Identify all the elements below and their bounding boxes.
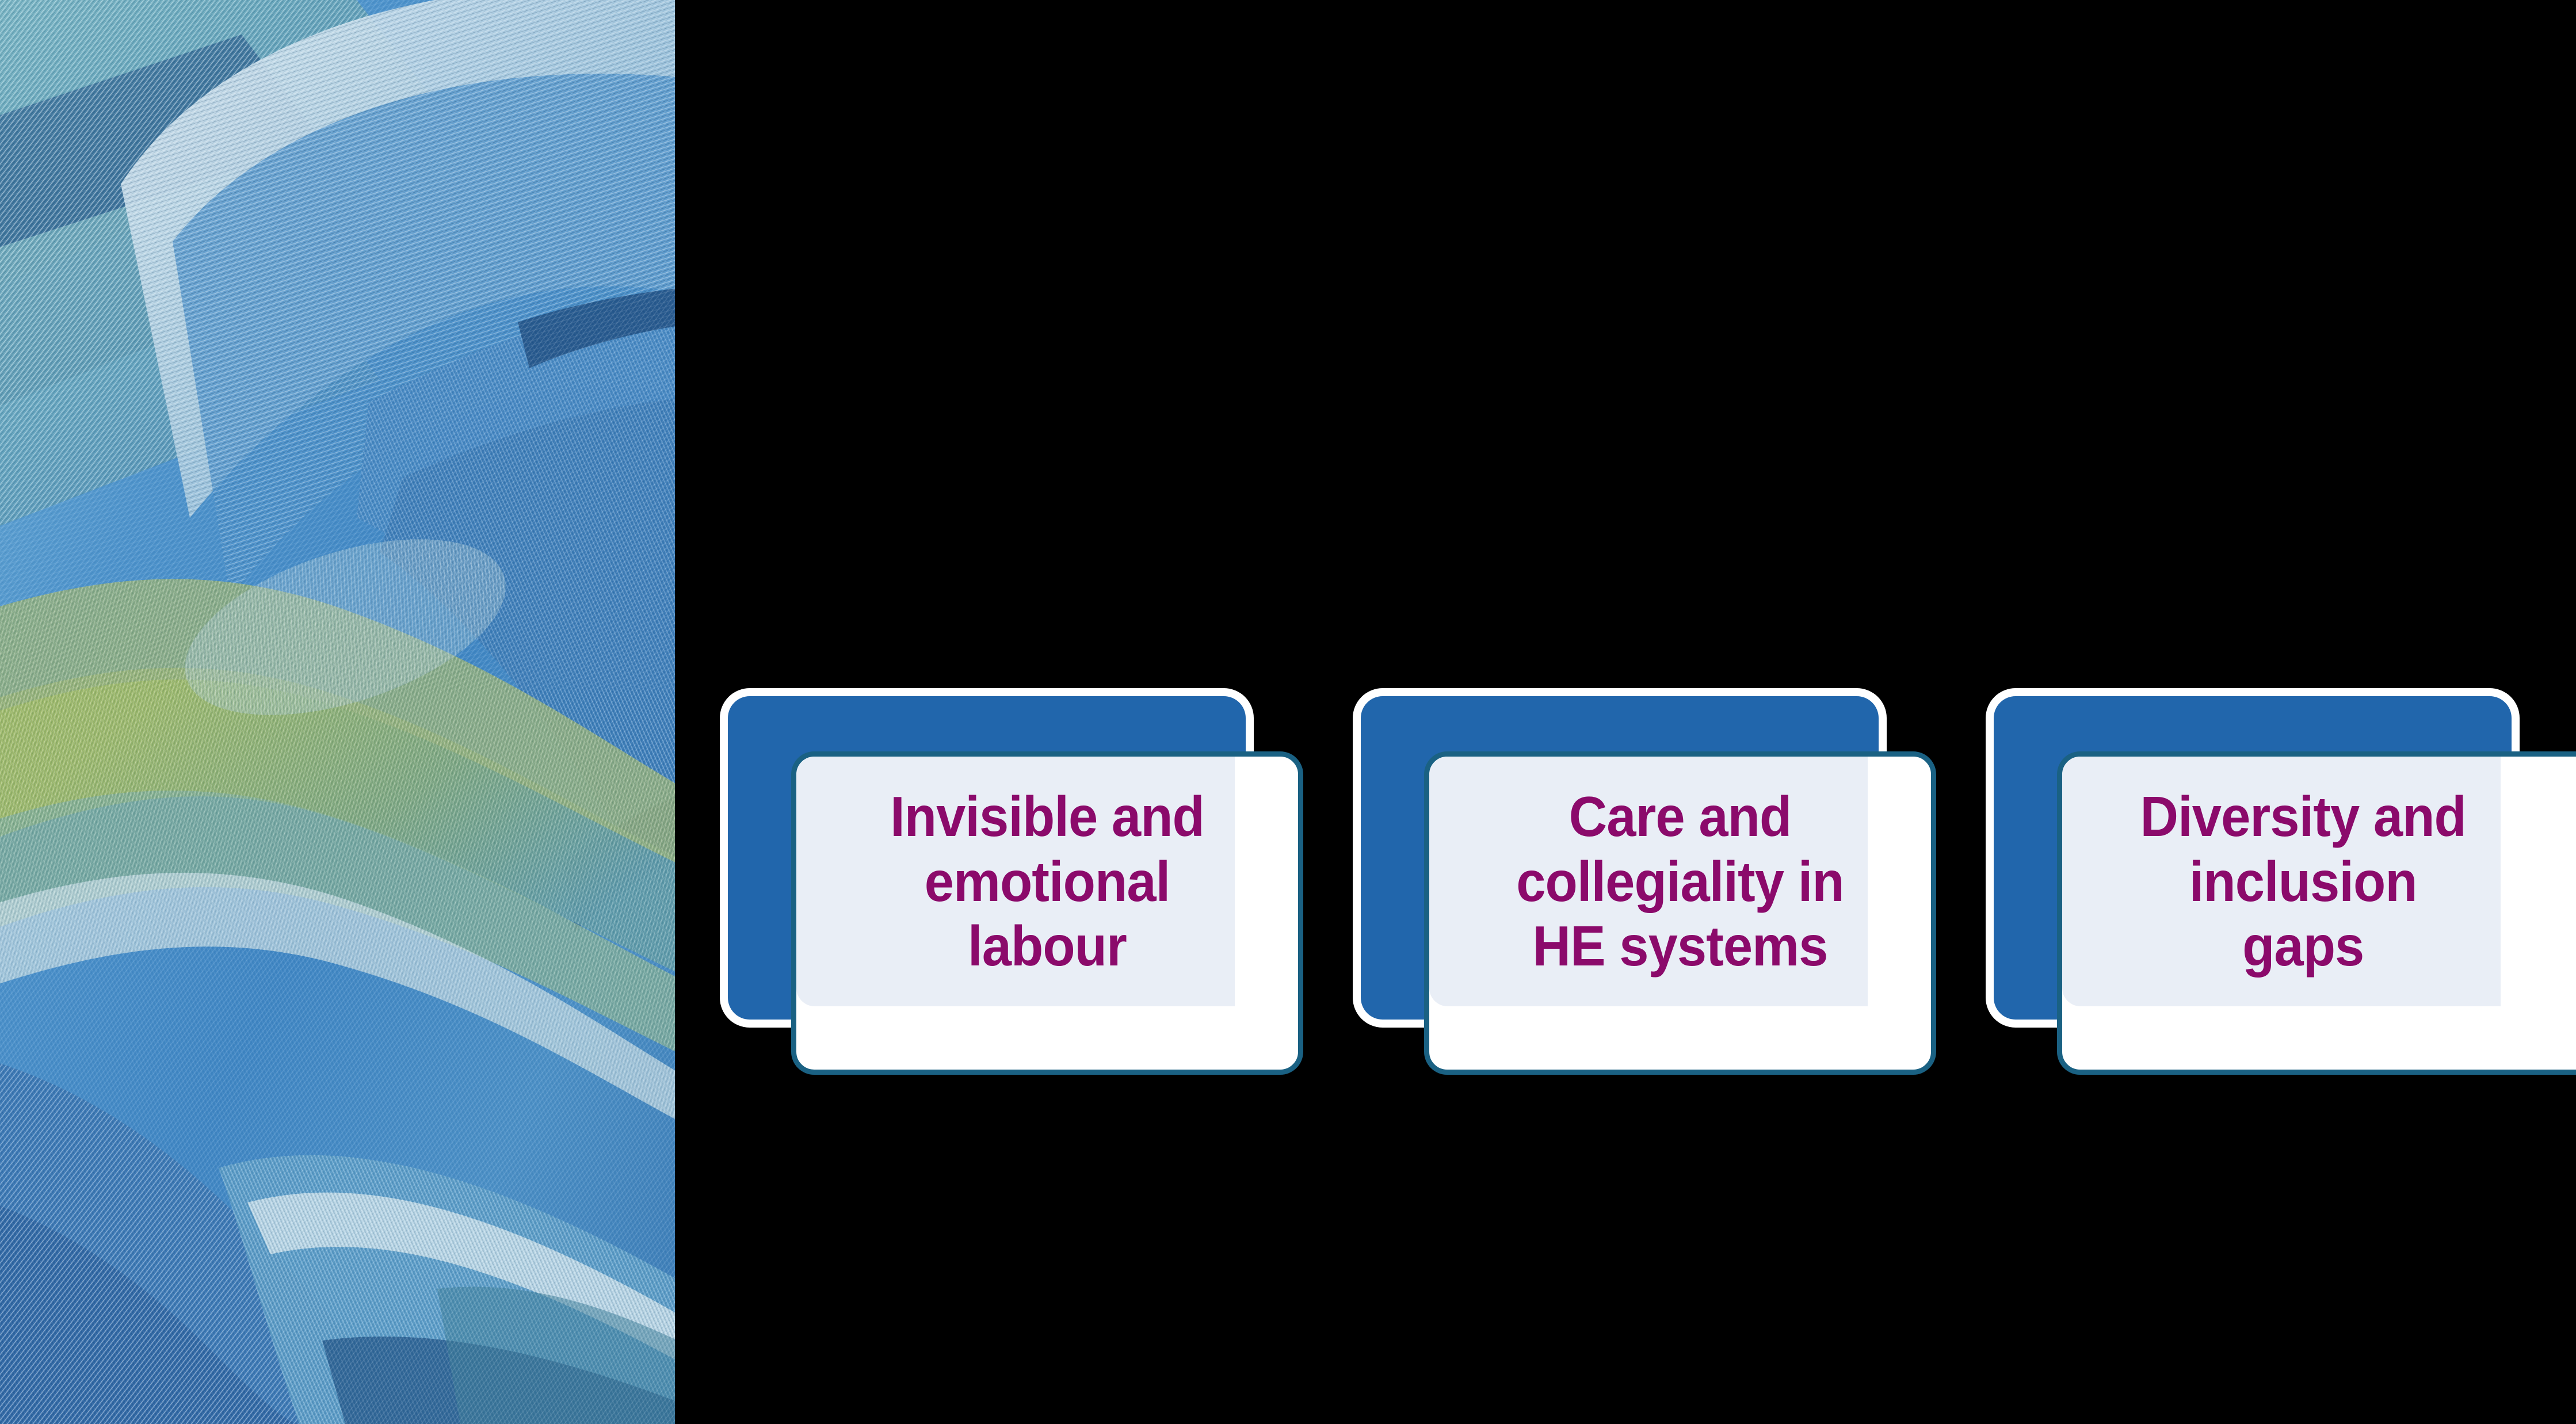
card-title: Care and collegiality in HE systems xyxy=(1516,784,1844,978)
abstract-fiber-swirl-image xyxy=(0,0,675,1424)
card-inner-panel xyxy=(1429,757,1868,1006)
card-inner-panel xyxy=(796,757,1235,1006)
card-group-1[interactable]: Invisible and emotional labour xyxy=(728,696,1306,1079)
card-title: Invisible and emotional labour xyxy=(890,784,1205,978)
card-front[interactable]: Invisible and emotional labour xyxy=(791,751,1303,1075)
card-title: Diversity and inclusion gaps xyxy=(2140,784,2467,978)
card-inner-panel xyxy=(2062,757,2501,1006)
card-group-2[interactable]: Care and collegiality in HE systems xyxy=(1361,696,1939,1079)
abstract-fiber-swirl-graphic xyxy=(0,0,675,1424)
card-front[interactable]: Diversity and inclusion gaps xyxy=(2057,751,2576,1075)
card-group-3[interactable]: Diversity and inclusion gaps xyxy=(1994,696,2576,1079)
card-front[interactable]: Care and collegiality in HE systems xyxy=(1424,751,1936,1075)
